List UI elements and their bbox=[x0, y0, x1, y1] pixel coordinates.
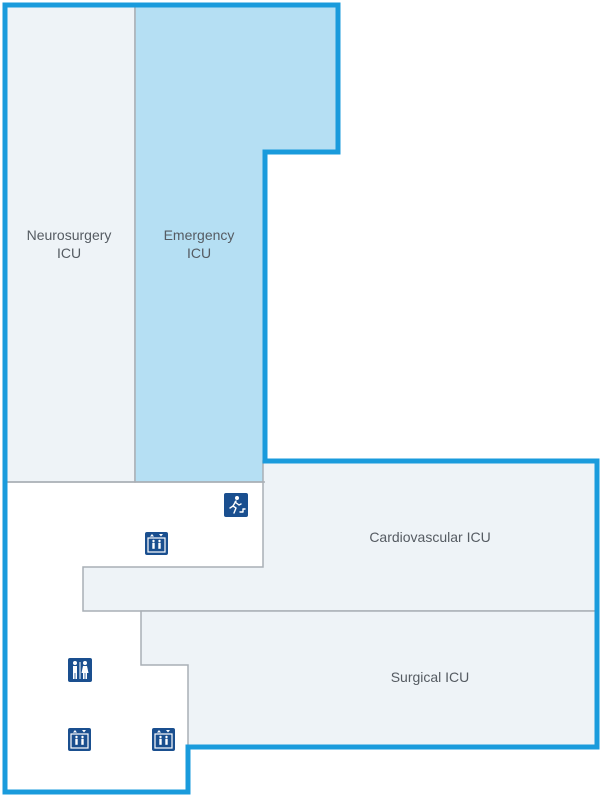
restroom-icon[interactable] bbox=[68, 658, 92, 682]
emergency-exit-icon[interactable] bbox=[224, 493, 248, 517]
emergency-icu-label-line1: Emergency bbox=[164, 227, 235, 243]
cardiovascular-icu-label: Cardiovascular ICU bbox=[369, 529, 490, 545]
room-neurosurgery-icu[interactable] bbox=[4, 4, 136, 483]
elevator-icon[interactable] bbox=[152, 728, 175, 751]
elevator-icon[interactable] bbox=[145, 532, 168, 555]
neurosurgery-icu-label-line1: Neurosurgery bbox=[27, 227, 112, 243]
neurosurgery-icu-label-line2: ICU bbox=[57, 245, 81, 261]
surgical-icu-label: Surgical ICU bbox=[391, 669, 470, 685]
emergency-icu-label-line2: ICU bbox=[187, 245, 211, 261]
elevator-icon[interactable] bbox=[68, 728, 91, 751]
room-surgical-icu[interactable] bbox=[140, 610, 598, 748]
room-emergency-icu[interactable] bbox=[134, 4, 339, 483]
